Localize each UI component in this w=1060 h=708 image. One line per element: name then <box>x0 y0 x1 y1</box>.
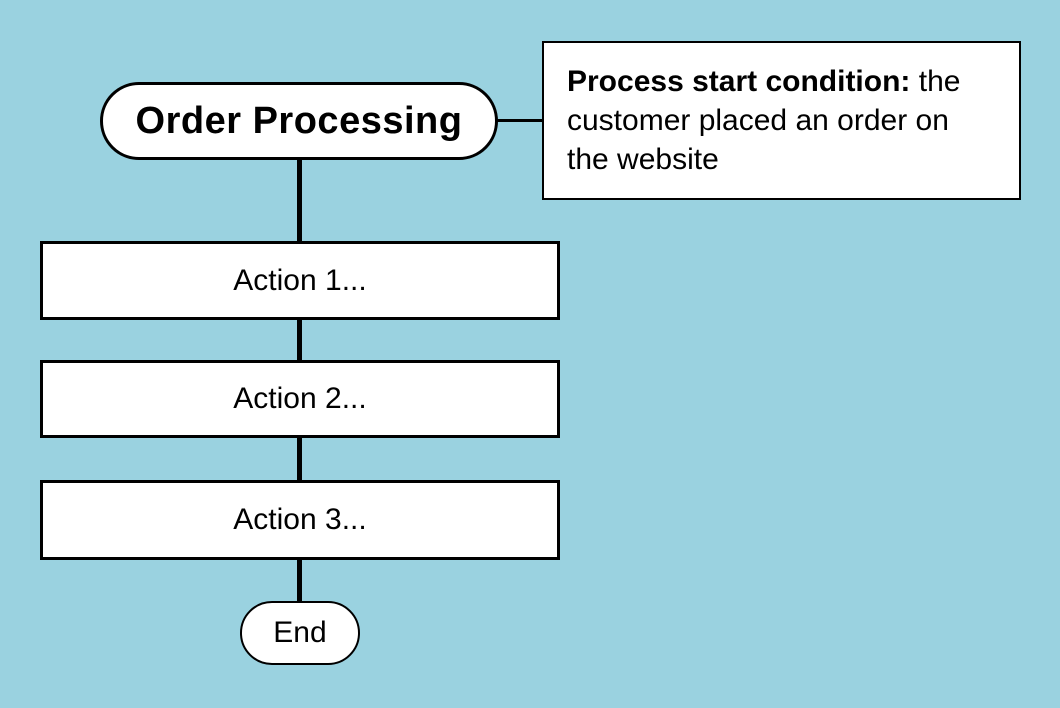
flow-line-action3-to-end <box>297 558 302 603</box>
flow-line-action2-to-action3 <box>297 436 302 482</box>
flow-line-start-to-action1 <box>297 158 302 242</box>
note-box: Process start condition: the customer pl… <box>542 41 1021 200</box>
end-node: End <box>240 601 360 665</box>
note-connector-line <box>495 119 542 122</box>
flow-line-action1-to-action2 <box>297 318 302 362</box>
note-body: the customer placed an order on the webs… <box>567 65 961 176</box>
start-node-label: Order Processing <box>135 99 463 142</box>
action-node-1-label: Action 1... <box>233 263 367 297</box>
start-node: Order Processing <box>100 82 498 160</box>
action-node-2: Action 2... <box>40 360 560 438</box>
action-node-1: Action 1... <box>40 241 560 320</box>
action-node-3: Action 3... <box>40 480 560 560</box>
end-node-label: End <box>273 616 327 649</box>
note-title: Process start condition: <box>567 65 911 98</box>
action-node-3-label: Action 3... <box>233 503 367 536</box>
action-node-2-label: Action 2... <box>233 382 367 415</box>
